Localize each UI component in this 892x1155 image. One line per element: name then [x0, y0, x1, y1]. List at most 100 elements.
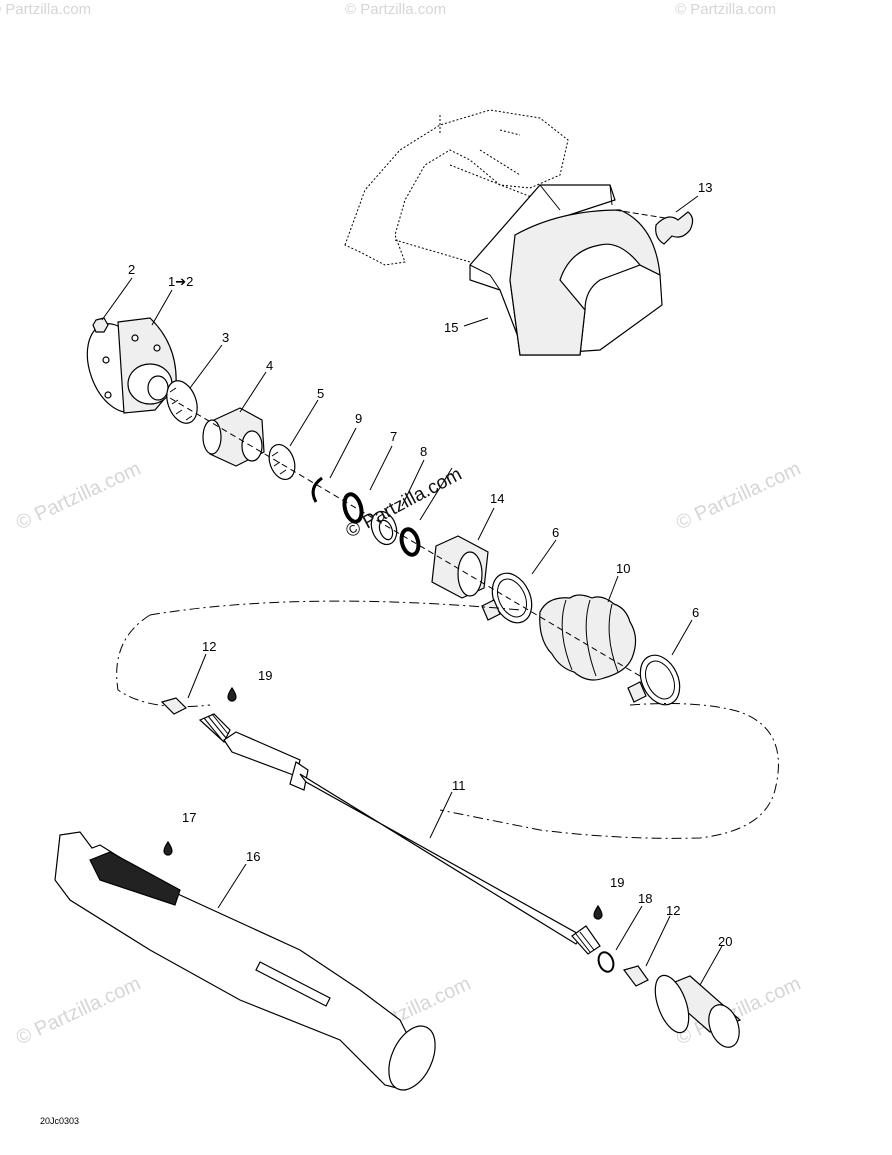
oring-7b	[399, 527, 421, 557]
part-12b-fitting	[622, 965, 649, 987]
part-11-driveshaft	[198, 713, 601, 955]
cover-edges	[469, 184, 613, 291]
flange-hole	[153, 344, 161, 352]
sleeve-front	[202, 419, 222, 455]
shaft-spline-end	[198, 713, 231, 743]
leader-line	[217, 863, 247, 909]
part-3-clamp	[166, 380, 198, 424]
shaft-splines	[575, 931, 595, 953]
leader-line	[429, 791, 453, 839]
clamp-teeth	[169, 387, 193, 421]
leader-line	[151, 289, 173, 326]
watermark: © Partzilla.com	[345, 1, 446, 18]
center-axis	[169, 397, 641, 677]
drawing-code: 20Jc0303	[40, 1116, 79, 1126]
part-7b-oring	[399, 527, 421, 557]
part-10-boot	[539, 594, 637, 681]
leader-line	[645, 915, 671, 967]
clamp-ring	[166, 380, 198, 424]
leader-line	[419, 467, 453, 521]
nut-shape	[655, 211, 694, 245]
fitting-body	[622, 965, 649, 987]
callout-12: 12	[666, 903, 680, 918]
callout-18: 18	[638, 891, 652, 906]
oring-7	[342, 492, 364, 524]
callout-labels: 2 1➔2 3 4 5 9 7 8 14 6 10 6 12 19 13 15 …	[128, 180, 732, 949]
leader-line	[675, 195, 699, 213]
leader-line	[101, 277, 133, 321]
flange-hole	[131, 334, 139, 342]
leader-line	[401, 459, 425, 507]
part-16-tube	[54, 831, 436, 1091]
hose-clamp-ring	[491, 572, 533, 624]
callout-1-to-2: 1➔2	[168, 274, 193, 289]
callout-15: 15	[444, 320, 458, 335]
leader-line	[289, 399, 319, 447]
hose-clamp-inner	[496, 578, 528, 618]
leader-lines	[101, 195, 723, 986]
callout-13: 13	[698, 180, 712, 195]
part-15-cover	[344, 109, 663, 356]
callout-3: 3	[222, 330, 229, 345]
leader-line	[189, 344, 223, 389]
seal-8-inner	[378, 519, 394, 541]
shaft-splines	[203, 713, 229, 741]
ring-9	[311, 476, 323, 503]
leader-line	[699, 945, 723, 986]
watermark: © Partzilla.com	[675, 1, 776, 18]
watermark: © Partzilla.com	[673, 458, 804, 535]
part-6b-clamp	[627, 654, 681, 706]
callout-5: 5	[317, 386, 324, 401]
callout-19: 19	[610, 875, 624, 890]
bracket-dotted-lines	[394, 115, 616, 263]
lubricant-drop-icon	[593, 904, 603, 920]
clamp-ring	[268, 443, 296, 481]
leader-line	[329, 427, 357, 479]
flange-hole	[102, 356, 110, 364]
hose-clamp-screw	[627, 681, 647, 703]
callout-6: 6	[692, 605, 699, 620]
lubricant-drop-icon	[227, 686, 237, 702]
oring-18	[597, 951, 615, 973]
callout-14: 14	[490, 491, 504, 506]
part-9-ring	[311, 476, 323, 503]
leader-line	[615, 905, 643, 951]
flange-bore	[147, 375, 169, 401]
fitting-body	[160, 697, 188, 715]
leader-line	[187, 653, 207, 699]
part-8-seal	[370, 510, 398, 546]
bushing-end	[457, 551, 483, 597]
leader-line	[239, 371, 267, 413]
shaft-collar	[223, 731, 301, 777]
flange-hole	[104, 391, 112, 399]
boot-ridges	[561, 599, 619, 677]
lubricant-drop-icon	[163, 840, 173, 856]
hose-clamp-screw	[481, 599, 501, 621]
tube-mouth	[388, 1025, 436, 1091]
shaft-body	[299, 773, 583, 945]
tube-grip	[89, 851, 181, 906]
callout-7: 7	[390, 429, 397, 444]
hose-clamp-inner	[644, 660, 676, 700]
callout-11: 11	[452, 778, 466, 793]
part-7-oring	[342, 492, 364, 524]
sleeve-end	[708, 1004, 740, 1048]
part-20-sleeve	[654, 974, 742, 1048]
part-14-bushing	[431, 535, 489, 599]
part-1-flange	[86, 317, 177, 414]
part-6a-clamp	[481, 572, 533, 624]
callout-17: 17	[182, 810, 196, 825]
callout-4: 4	[266, 358, 273, 373]
watermark: © Partzilla.com	[0, 1, 91, 18]
callout-6: 6	[552, 525, 559, 540]
clamp-teeth	[271, 451, 287, 475]
callout-9: 9	[355, 411, 362, 426]
tube-slot	[255, 961, 331, 1007]
callout-8: 8	[420, 444, 427, 459]
watermark: © Partzilla.com	[13, 973, 144, 1050]
leader-line	[369, 445, 393, 491]
leader-line	[477, 507, 495, 541]
callout-16: 16	[246, 849, 260, 864]
part-18-oring	[597, 951, 615, 973]
